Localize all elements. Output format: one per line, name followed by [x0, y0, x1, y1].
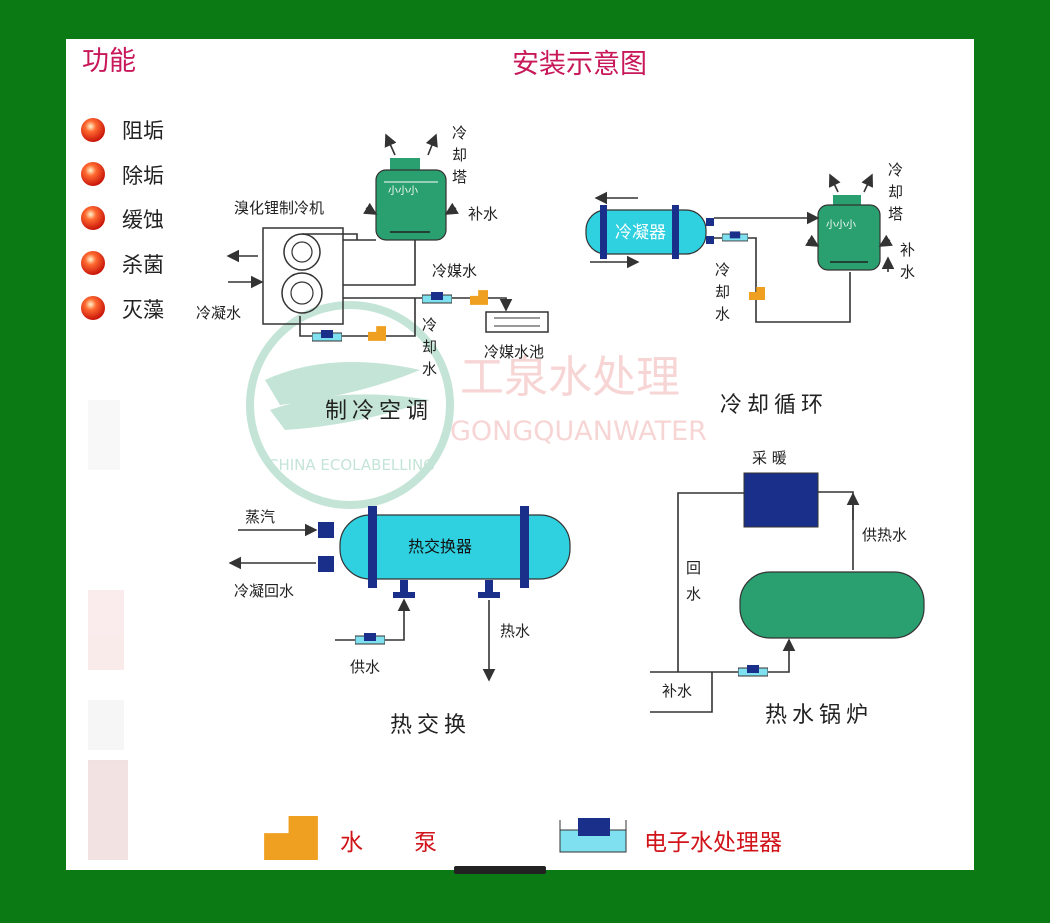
water-pump-icon [264, 816, 318, 860]
cooling-tower-label: 冷却塔 [888, 161, 903, 223]
water-pump-icon [470, 290, 488, 305]
legend-pump-label: 水 [340, 830, 363, 856]
cooling-loop-caption: 冷却循环 [720, 393, 828, 418]
watermark-en-text: GONGQUANWATER [450, 416, 707, 447]
condensate-return-label: 冷凝回水 [234, 582, 294, 600]
chilled-pool-icon [485, 311, 549, 333]
function-item: 除垢 [122, 164, 164, 188]
heating-unit-icon [743, 472, 819, 528]
chiller-label: 溴化锂制冷机 [234, 199, 324, 217]
function-item: 缓蚀 [122, 208, 164, 232]
function-item: 灭藻 [122, 298, 164, 322]
function-bullet-icon [81, 118, 105, 142]
electronic-processor-icon [738, 665, 768, 677]
heat-exchange-section: 热交换器 蒸汽 冷凝回水 供水 热水 热交换 [228, 506, 571, 738]
electronic-processor-icon [312, 330, 342, 342]
hot-water-label: 热水 [500, 622, 530, 640]
electronic-processor-icon [559, 818, 627, 853]
function-item: 阻垢 [122, 119, 164, 143]
chilled-water-label: 冷媒水 [432, 262, 477, 280]
function-item: 杀菌 [122, 253, 164, 277]
watermark: CHINA ECOLABELLING 工泉水处理 GONGQUANWATER [246, 301, 707, 509]
electronic-processor-icon [722, 231, 748, 242]
heat-exchange-caption: 热交换 [390, 713, 471, 738]
water-pump-icon [368, 326, 386, 341]
diagram-title: 安装示意图 [512, 49, 647, 80]
cooling-water-label: 冷却水 [715, 261, 730, 323]
cooling-loop-section: 冷凝器 小小小 冷却塔 补水 冷却水 冷却循环 [585, 161, 915, 418]
supply-water-label: 供水 [350, 658, 380, 676]
watermark-cn-text: 工泉水处理 [460, 352, 680, 403]
functions-heading: 功能 [82, 46, 136, 77]
cooling-tower-icon: 小小小 [805, 173, 895, 272]
cooling-tower-icon: 小小小 [363, 133, 459, 241]
boiler-tank-icon [739, 571, 925, 639]
return-water-label: 回水 [686, 559, 701, 603]
left-margin-stripes [88, 400, 128, 860]
chilled-pool-label: 冷媒水池 [484, 343, 544, 361]
heat-exchanger-label: 热交换器 [408, 537, 472, 556]
boiler-section: 采 暖 供热水 回水 补水 热水锅炉 [650, 449, 925, 728]
function-list: 阻垢 除垢 缓蚀 杀菌 灭藻 [81, 118, 164, 322]
refrigeration-section: 小小小 冷却塔 补水 溴化锂制冷机 冷媒水 冷凝水 冷 [196, 124, 549, 424]
heat-exchanger-icon [339, 514, 571, 580]
function-bullet-icon [81, 296, 105, 320]
watermark-seal-text: CHINA ECOLABELLING [268, 456, 435, 474]
function-bullet-icon [81, 251, 105, 275]
steam-label: 蒸汽 [245, 508, 275, 526]
makeup-water-label: 补水 [468, 205, 498, 223]
makeup-water-label: 补水 [662, 682, 692, 700]
condensate-water-label: 冷凝水 [196, 304, 241, 322]
legend-processor-label: 电子水处理器 [644, 830, 782, 856]
svg-text:小小小: 小小小 [388, 185, 418, 197]
electronic-processor-icon [422, 292, 452, 304]
cooling-tower-label: 冷却塔 [452, 124, 467, 186]
condenser-label: 冷凝器 [615, 223, 666, 243]
makeup-water-label: 补水 [900, 241, 915, 281]
boiler-caption: 热水锅炉 [765, 703, 873, 728]
function-bullet-icon [81, 206, 105, 230]
supply-hot-water-label: 供热水 [862, 526, 907, 544]
legend-pump-label-2: 泵 [414, 830, 437, 856]
legend: 水 泵 电子水处理器 [264, 816, 782, 860]
svg-text:小小小: 小小小 [826, 219, 856, 231]
bottom-tab [454, 866, 546, 874]
cooling-water-label: 冷却水 [422, 316, 437, 378]
refrigeration-caption: 制冷空调 [325, 399, 433, 424]
function-bullet-icon [81, 162, 105, 186]
electronic-processor-icon [355, 633, 385, 645]
diagram-paper [66, 39, 974, 870]
heating-label: 采 暖 [752, 449, 787, 467]
water-pump-icon [749, 286, 765, 301]
